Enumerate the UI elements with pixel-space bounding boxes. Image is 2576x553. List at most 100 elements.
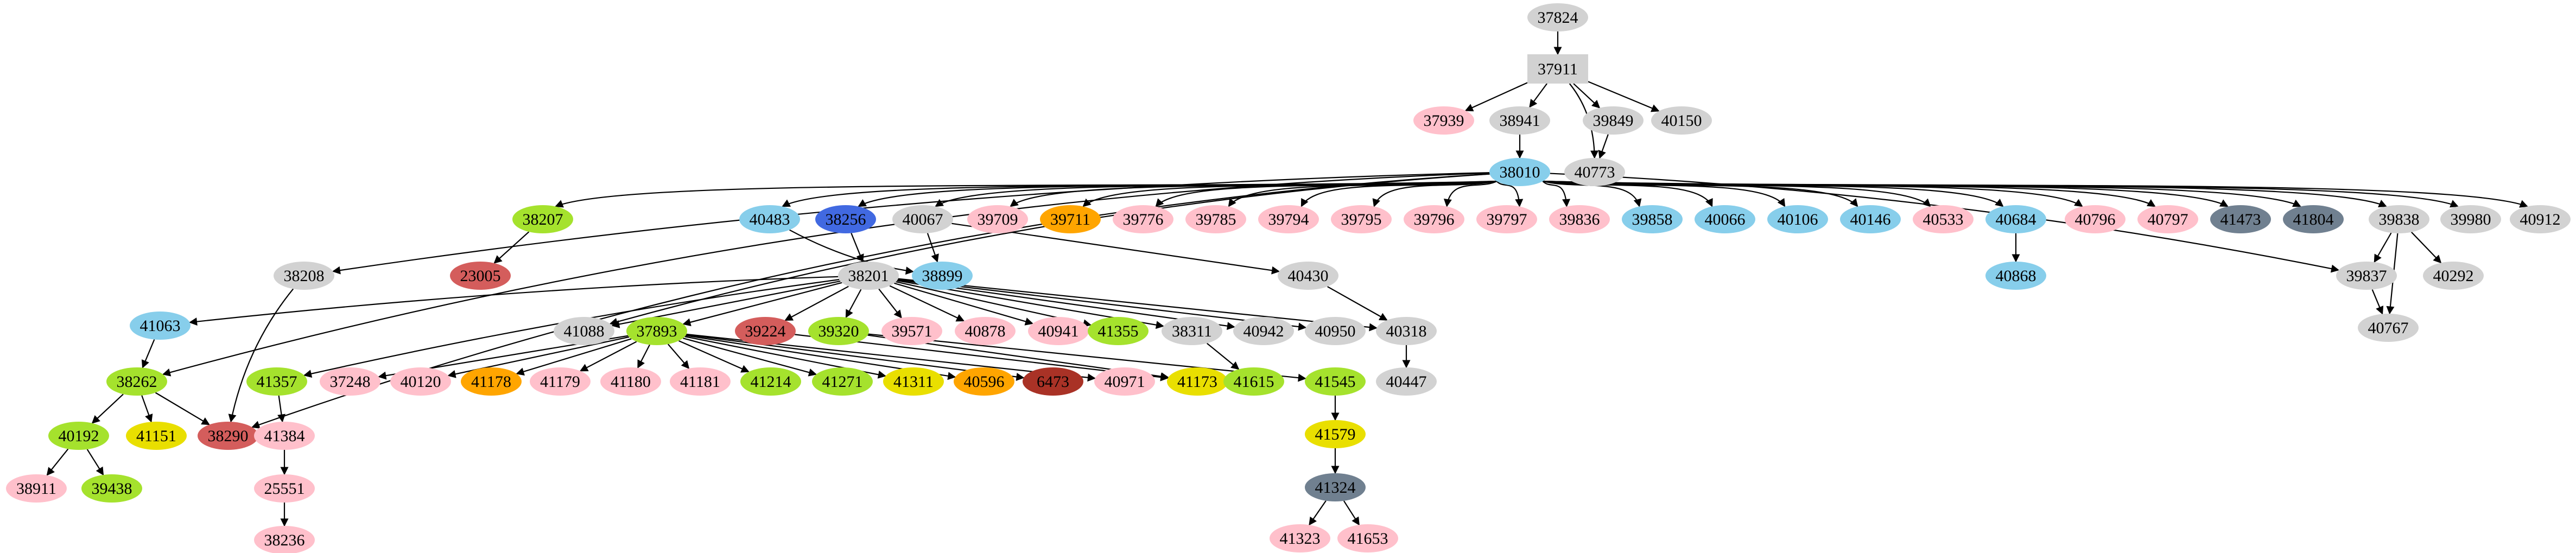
node-38010: 38010 [1489,158,1550,186]
node-38207: 38207 [512,205,573,233]
node-37893: 37893 [626,317,687,345]
node-40192: 40192 [48,422,109,450]
edge-40430-40318 [1327,286,1388,321]
edge-39838-40292 [2411,231,2442,264]
edge-38201-39224 [784,285,849,321]
edge-39837-40767 [2371,289,2384,315]
node-39838: 39838 [2369,205,2429,233]
node-39796: 39796 [1404,205,1464,233]
node-40447: 40447 [1376,367,1437,396]
edge-38262-41151 [141,395,153,423]
node-39785: 39785 [1185,205,1246,233]
node-39794: 39794 [1258,205,1319,233]
node-39795: 39795 [1331,205,1392,233]
node-41324: 41324 [1305,473,1366,501]
edge-37911-40150 [1588,81,1660,112]
edge-37893-41214 [678,340,750,373]
edge-40067-38899 [927,233,939,263]
node-41181: 41181 [670,367,731,396]
node-40796: 40796 [2065,205,2125,233]
edge-37893-41179 [579,341,637,372]
node-41173: 41173 [1167,367,1228,396]
edge-38207-23005 [493,231,530,264]
edge-37893-41180 [637,344,650,369]
node-40797: 40797 [2137,205,2198,233]
node-41178: 41178 [461,367,522,396]
node-39837: 39837 [2336,262,2397,290]
node-41473: 41473 [2210,205,2271,233]
node-41151: 41151 [126,422,187,450]
edge-38201-39320 [845,289,862,319]
edge-38010-39858 [1543,180,1642,207]
edge-40192-39438 [86,449,104,476]
node-37824: 37824 [1527,3,1588,31]
edge-38256-38201 [851,233,864,263]
node-41355: 41355 [1088,317,1149,345]
node-37248: 37248 [320,367,380,396]
edge-38010-38262 [162,172,1490,377]
node-39980: 39980 [2440,205,2501,233]
node-40878: 40878 [955,317,1016,345]
node-41357: 41357 [246,367,307,396]
node-41088: 41088 [554,317,614,345]
node-41579: 41579 [1305,420,1366,448]
edge-41063-38262 [141,339,155,368]
node-41271: 41271 [812,367,873,396]
edge-38010-39795 [1372,180,1497,207]
node-41615: 41615 [1223,367,1284,396]
edge-41357-41384 [277,395,285,423]
edge-38010-39794 [1300,180,1497,207]
node-40292: 40292 [2423,262,2484,290]
node-38236: 38236 [254,526,315,553]
edge-41324-41653 [1343,500,1360,526]
node-6473: 6473 [1023,367,1083,396]
edge-37893-41178 [516,338,632,376]
node-38262: 38262 [106,367,167,396]
edge-38208-38290 [228,288,294,423]
edge-38201-40950 [898,278,1307,331]
node-40773: 40773 [1564,158,1625,186]
node-39320: 39320 [808,317,869,345]
edge-37911-38941 [1529,83,1547,108]
edge-37911-37939 [1464,82,1528,112]
edge-38010-39797 [1496,181,1524,207]
node-40912: 40912 [2510,205,2571,233]
node-39836: 39836 [1549,205,1610,233]
node-37939: 37939 [1413,106,1474,135]
edge-38010-39796 [1443,180,1498,207]
node-40120: 40120 [390,367,451,396]
edge-39838-39837 [2374,232,2392,263]
edge-40483-38899 [789,229,914,275]
node-41214: 41214 [740,367,801,396]
node-38311: 38311 [1162,317,1222,345]
edge-38201-41063 [189,276,839,326]
edge-38262-40192 [91,393,124,424]
node-41384: 41384 [254,422,315,450]
edge-38201-39571 [878,288,902,319]
node-38941: 38941 [1489,106,1550,135]
node-39776: 39776 [1113,205,1173,233]
edge-37893-41181 [667,344,690,369]
node-23005: 23005 [450,262,511,290]
node-40942: 40942 [1233,317,1294,345]
edge-39320-41545 [868,333,1306,382]
edge-38262-38290 [155,392,210,425]
node-40767: 40767 [2358,314,2419,342]
node-39438: 39438 [81,474,142,503]
node-39797: 39797 [1476,205,1537,233]
node-41545: 41545 [1305,367,1366,396]
node-40150: 40150 [1651,106,1712,135]
node-41804: 41804 [2283,205,2344,233]
node-40868: 40868 [1985,262,2046,290]
node-41063: 41063 [130,312,191,340]
node-38911: 38911 [6,474,67,503]
edge-38201-37893 [682,282,842,327]
node-39571: 39571 [881,317,942,345]
node-38201: 38201 [838,262,899,290]
node-40066: 40066 [1695,205,1755,233]
node-40318: 40318 [1376,317,1437,345]
edge-37893-41271 [683,338,817,377]
node-40430: 40430 [1278,262,1338,290]
